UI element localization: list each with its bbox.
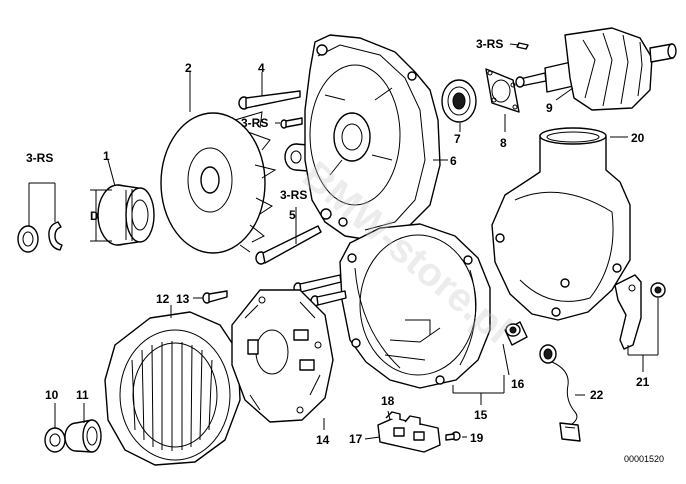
label-2: 2 (185, 61, 192, 75)
label-17: 17 (349, 432, 363, 446)
label-10: 10 (45, 388, 59, 402)
part-14-rectifier (231, 289, 334, 423)
part-1-pulley-hub (97, 184, 155, 246)
label-12: 12 (156, 292, 170, 306)
label-7: 7 (454, 132, 461, 146)
part-8-bearing-plate (485, 68, 520, 113)
label-3rs-right: 3-RS (476, 37, 503, 51)
dimension-d-label: D (90, 209, 99, 223)
part-6-drive-end-housing (304, 34, 441, 241)
part-18-regulator (377, 411, 441, 453)
label-21: 21 (636, 375, 650, 389)
label-13: 13 (176, 292, 190, 306)
label-15: 15 (474, 408, 488, 422)
label-8: 8 (500, 136, 507, 150)
part-3rs-key (516, 42, 529, 50)
leader-lines (54, 43, 628, 440)
part-4-bolt (238, 90, 301, 110)
label-11: 11 (76, 388, 89, 402)
part-21-bracket (614, 274, 666, 372)
part-9-rotor (515, 27, 677, 111)
label-3rs-left: 3-RS (26, 151, 53, 165)
label-14: 14 (316, 433, 330, 447)
drawing-code: 00001520 (624, 454, 664, 464)
label-4: 4 (258, 61, 265, 75)
label-3rs-middle: 3-RS (280, 188, 307, 202)
part-10-ring (44, 427, 66, 453)
part-22-sensor (539, 344, 581, 442)
label-3rs-upper: 3-RS (241, 116, 268, 130)
label-19: 19 (470, 431, 484, 445)
label-20: 20 (631, 131, 645, 145)
part-2-fan (160, 111, 277, 254)
part-16-bushing (504, 321, 528, 346)
label-16: 16 (511, 377, 525, 391)
part-5-bolt (255, 225, 322, 265)
dimension-d: D (90, 189, 112, 242)
part-19-screw (445, 431, 461, 441)
part-3rs-nut-and-clip (17, 182, 63, 253)
label-22: 22 (590, 388, 604, 402)
part-labels: 3-RS 1 2 4 3-RS 3-RS 5 6 7 8 9 3-RS 20 1… (26, 37, 650, 447)
part-12-stator (104, 311, 241, 466)
part-20-end-cover (491, 127, 631, 321)
part-11-bushing (64, 419, 102, 453)
part-13-screw (202, 290, 228, 304)
part-15-rear-housing (339, 223, 505, 405)
part-7-bearing (441, 79, 477, 123)
label-18: 18 (381, 394, 395, 408)
label-5: 5 (289, 208, 296, 222)
part-3rs-screw-upper (280, 117, 303, 129)
label-1: 1 (103, 149, 110, 163)
label-6: 6 (450, 154, 457, 168)
label-9: 9 (546, 101, 553, 115)
